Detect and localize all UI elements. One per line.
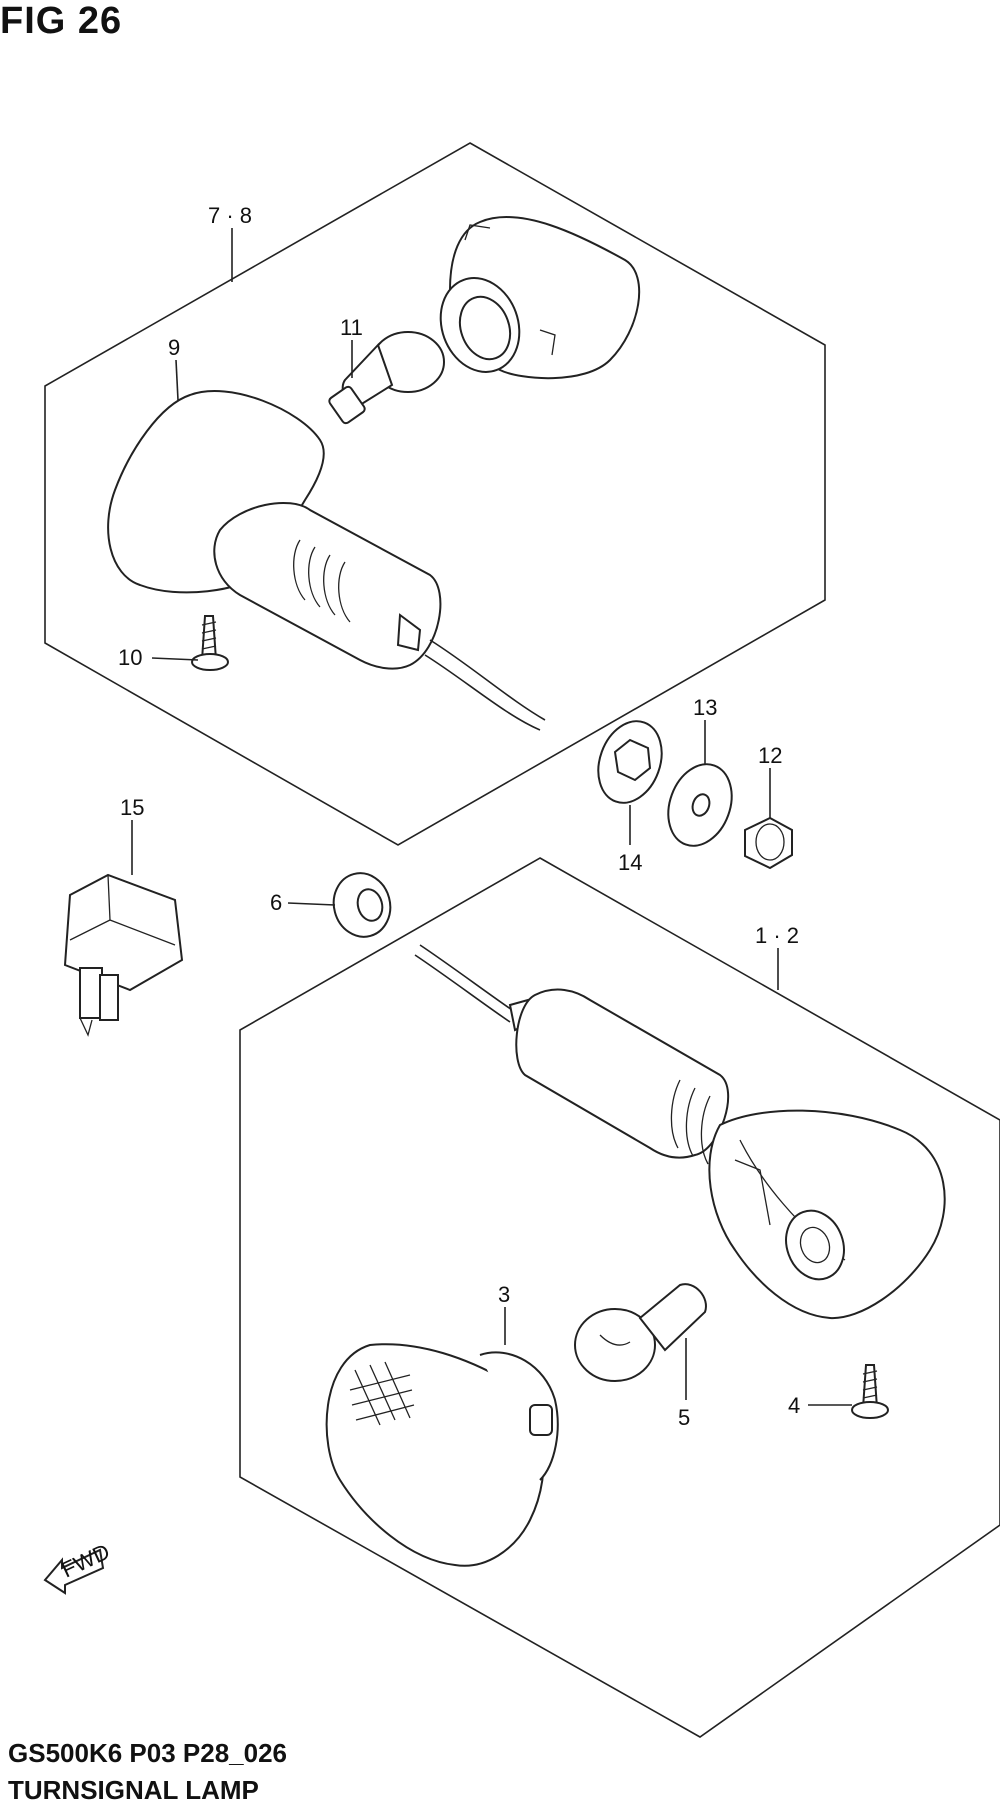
callout-9: 9 — [168, 335, 180, 360]
callout-10: 10 — [118, 645, 142, 670]
callout-11: 11 — [340, 315, 363, 340]
upper-assembly-outline — [44, 142, 826, 846]
signal-body-upper[interactable] — [107, 390, 546, 731]
lower-assembly-outline — [239, 857, 1000, 1738]
callout-15: 15 — [120, 795, 144, 820]
lens-housing-upper[interactable] — [428, 216, 641, 383]
screw-4[interactable] — [851, 1364, 889, 1419]
figure-title: FIG 26 — [0, 0, 123, 42]
model-code: GS500K6 P03 P28_026 — [8, 1738, 287, 1768]
relay-15[interactable] — [63, 873, 184, 1037]
mounting-plate-14[interactable] — [587, 712, 672, 811]
nut-12[interactable] — [744, 816, 793, 870]
callout-6: 6 — [270, 890, 282, 915]
signal-body-lower[interactable] — [414, 944, 946, 1320]
callout-14: 14 — [618, 850, 642, 875]
callout-12: 12 — [758, 743, 782, 768]
callout-3: 3 — [498, 1282, 510, 1307]
callout-leaders — [131, 228, 852, 1406]
callout-7-8: 7 · 8 — [208, 203, 252, 228]
forward-direction-arrow: FWD — [43, 1539, 114, 1595]
grommet-6[interactable] — [327, 867, 398, 943]
section-name: TURNSIGNAL LAMP — [8, 1775, 259, 1805]
callout-13: 13 — [693, 695, 717, 720]
callout-1-2: 1 · 2 — [755, 923, 799, 948]
lens-lower[interactable] — [325, 1343, 559, 1567]
bulb-upper[interactable] — [328, 331, 445, 425]
callout-5: 5 — [678, 1405, 690, 1430]
screw-10[interactable] — [191, 615, 229, 671]
washer-13[interactable] — [657, 755, 742, 854]
callout-4: 4 — [788, 1393, 800, 1418]
bulb-lower[interactable] — [574, 1283, 707, 1382]
